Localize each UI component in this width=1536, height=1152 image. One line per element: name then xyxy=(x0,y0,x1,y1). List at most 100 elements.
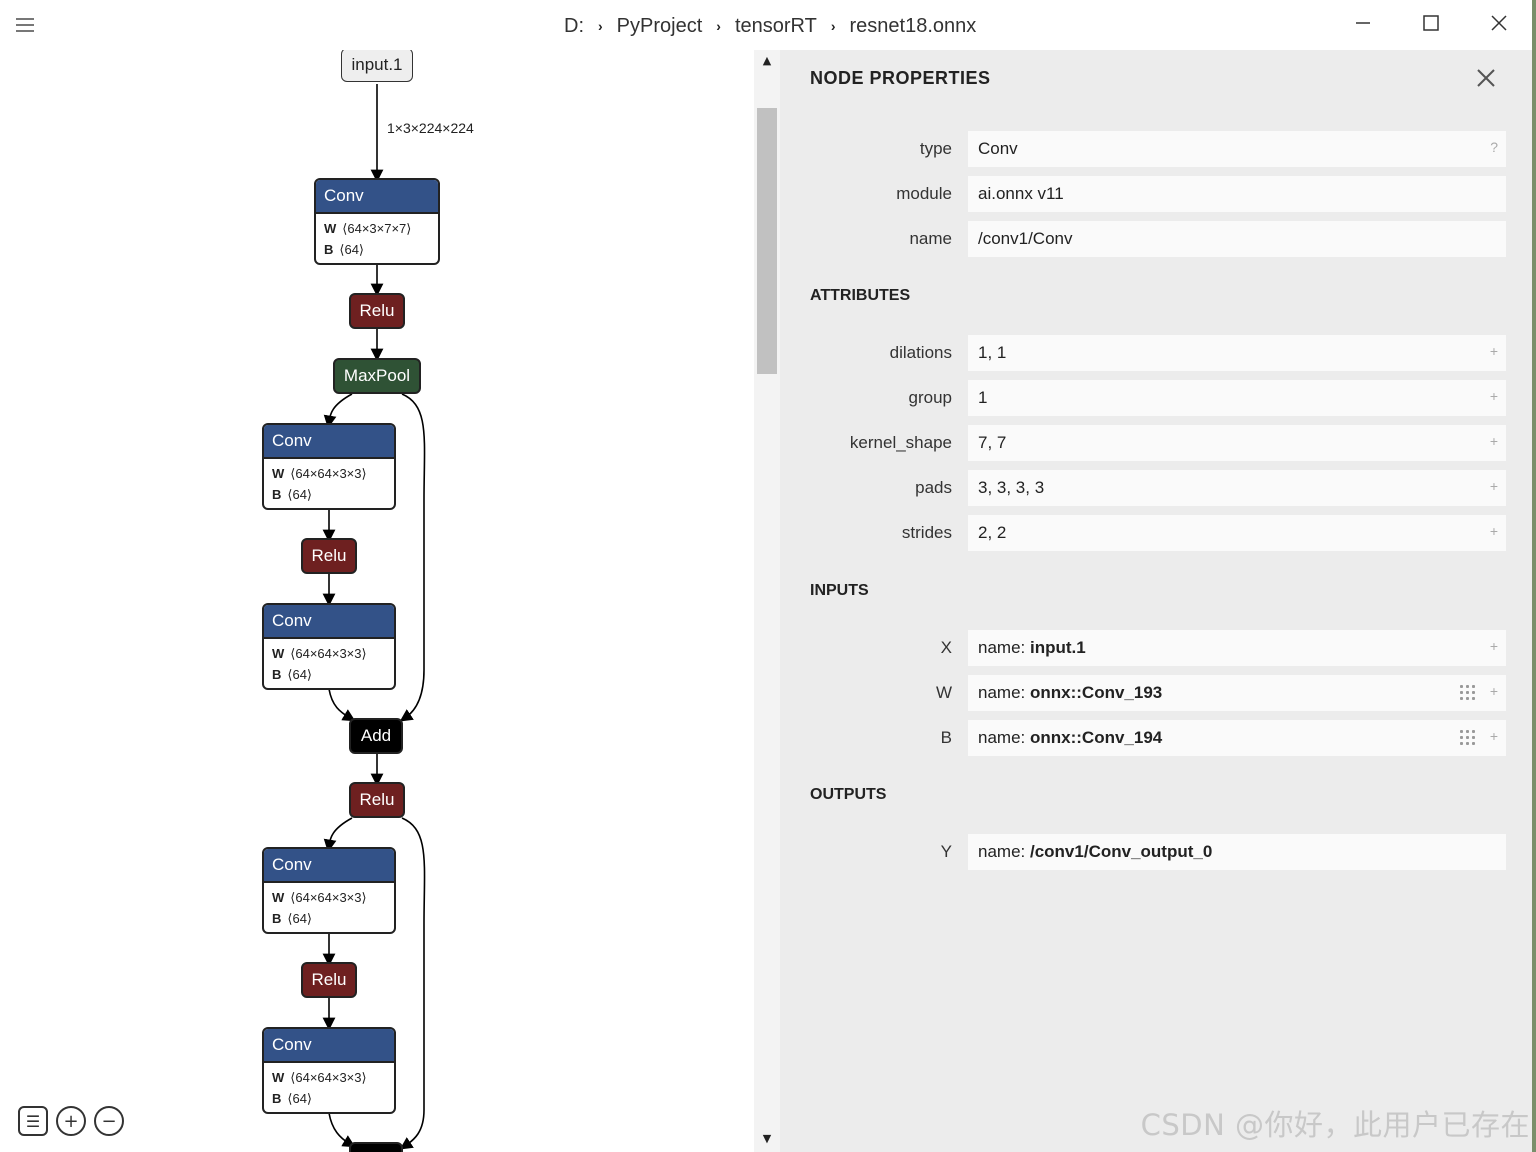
close-icon[interactable] xyxy=(1476,8,1522,38)
attr-value-text: 7, 7 xyxy=(978,433,1007,452)
scroll-down-icon[interactable]: ▼ xyxy=(762,1132,772,1145)
add-node-label: Add xyxy=(360,726,392,745)
conv-node-title: Conv xyxy=(264,1029,394,1063)
minimize-icon[interactable] xyxy=(1340,8,1386,38)
expand-icon[interactable]: + xyxy=(1489,478,1498,494)
output-name: /conv1/Conv_output_0 xyxy=(1029,842,1213,861)
tensor-grid-icon[interactable] xyxy=(1460,730,1476,746)
expand-icon[interactable]: + xyxy=(1489,433,1498,449)
output-row-y: Y name: /conv1/Conv_output_0 xyxy=(780,834,1532,870)
conv-node[interactable]: Conv W⟨64×3×7×7⟩ B⟨64⟩ xyxy=(314,178,440,265)
list-view-icon[interactable]: ☰ xyxy=(18,1106,48,1136)
expand-icon[interactable]: + xyxy=(1489,388,1498,404)
edge-shape-label: 1×3×224×224 xyxy=(387,120,474,136)
conv-node-title: Conv xyxy=(316,180,438,214)
conv-node-attrs: W⟨64×64×3×3⟩ B⟨64⟩ xyxy=(264,883,394,932)
expand-icon[interactable]: + xyxy=(1489,728,1498,744)
input-value[interactable]: name: onnx::Conv_193 + xyxy=(968,675,1506,711)
help-icon[interactable]: ? xyxy=(1490,139,1498,155)
relu-node-label: Relu xyxy=(359,301,395,320)
prop-row-type: type Conv ? xyxy=(780,131,1532,167)
conv-node-title: Conv xyxy=(264,425,394,459)
attr-label: strides xyxy=(901,523,952,542)
attr-value[interactable]: 1 + xyxy=(968,380,1506,416)
breadcrumb-pyproject[interactable]: PyProject xyxy=(616,14,703,37)
bias-shape: ⟨64⟩ xyxy=(287,667,312,682)
bias-key: B xyxy=(324,242,334,257)
weight-key: W xyxy=(272,1070,285,1085)
graph-canvas[interactable]: input.1 1×3×224×224 Conv W⟨64×3×7×7⟩ B⟨6… xyxy=(0,50,754,1152)
maxpool-node[interactable]: MaxPool xyxy=(333,358,421,394)
zoom-out-icon[interactable]: − xyxy=(94,1106,124,1136)
graph-scrollbar[interactable]: ▲ ▼ xyxy=(754,50,780,1152)
panel-title: NODE PROPERTIES xyxy=(810,68,991,88)
prop-value-text: /conv1/Conv xyxy=(978,229,1073,248)
expand-icon[interactable]: + xyxy=(1489,343,1498,359)
graph-edges xyxy=(322,84,426,1150)
watermark: CSDN @你好，此用户已存在 xyxy=(1140,1108,1530,1142)
conv-node-attrs: W⟨64×64×3×3⟩ B⟨64⟩ xyxy=(264,639,394,688)
relu-node[interactable]: Relu xyxy=(301,538,357,574)
relu-node-label: Relu xyxy=(311,546,347,565)
zoom-in-icon[interactable]: + xyxy=(56,1106,86,1136)
breadcrumb-tensorrt[interactable]: tensorRT xyxy=(734,14,817,37)
conv-node[interactable]: Conv W⟨64×64×3×3⟩ B⟨64⟩ xyxy=(262,423,396,510)
maximize-icon[interactable] xyxy=(1408,8,1454,38)
title-bar: D: › PyProject › tensorRT › resnet18.onn… xyxy=(0,0,1536,50)
conv-node[interactable]: Conv W⟨64×64×3×3⟩ B⟨64⟩ xyxy=(262,603,396,690)
chevron-right-icon: › xyxy=(830,18,836,34)
attr-row-group: group 1 + xyxy=(780,380,1532,416)
input-name-prefix: name: xyxy=(978,728,1030,747)
attr-value-text: 2, 2 xyxy=(978,523,1007,542)
output-value[interactable]: name: /conv1/Conv_output_0 xyxy=(968,834,1506,870)
conv-node[interactable]: Conv W⟨64×64×3×3⟩ B⟨64⟩ xyxy=(262,1027,396,1114)
input-row-b: B name: onnx::Conv_194 + xyxy=(780,720,1532,756)
node-properties-panel: NODE PROPERTIES type Conv ? module ai.on… xyxy=(780,50,1532,1152)
hamburger-menu-icon[interactable] xyxy=(14,14,36,36)
attr-value[interactable]: 1, 1 + xyxy=(968,335,1506,371)
chevron-right-icon: › xyxy=(716,18,721,34)
add-node[interactable]: Add xyxy=(349,718,403,754)
prop-value[interactable]: /conv1/Conv xyxy=(968,221,1506,257)
weight-key: W xyxy=(324,221,337,236)
attr-value-text: 1, 1 xyxy=(978,343,1007,362)
conv-node-attrs: W⟨64×64×3×3⟩ B⟨64⟩ xyxy=(264,459,394,508)
attr-label: dilations xyxy=(889,343,952,362)
add-node-partial[interactable] xyxy=(349,1142,403,1152)
weight-shape: ⟨64×64×3×3⟩ xyxy=(290,646,367,661)
expand-icon[interactable]: + xyxy=(1489,523,1498,539)
tensor-grid-icon[interactable] xyxy=(1460,685,1476,701)
expand-icon[interactable]: + xyxy=(1489,638,1498,654)
prop-label: type xyxy=(919,139,952,158)
relu-node[interactable]: Relu xyxy=(349,293,405,329)
scroll-up-icon[interactable]: ▲ xyxy=(762,54,772,67)
bias-shape: ⟨64⟩ xyxy=(287,1091,312,1106)
attributes-section-title: ATTRIBUTES xyxy=(810,287,911,304)
input-row-x: X name: input.1 + xyxy=(780,630,1532,666)
prop-value[interactable]: ai.onnx v11 xyxy=(968,176,1506,212)
expand-icon[interactable]: + xyxy=(1489,683,1498,699)
input-name: input.1 xyxy=(1029,638,1086,657)
input-node[interactable]: input.1 xyxy=(341,50,413,82)
breadcrumb-file[interactable]: resnet18.onnx xyxy=(849,14,977,37)
conv-node[interactable]: Conv W⟨64×64×3×3⟩ B⟨64⟩ xyxy=(262,847,396,934)
attr-value[interactable]: 3, 3, 3, 3 + xyxy=(968,470,1506,506)
weight-key: W xyxy=(272,646,285,661)
input-value[interactable]: name: onnx::Conv_194 + xyxy=(968,720,1506,756)
input-node-label: input.1 xyxy=(351,55,403,74)
bias-key: B xyxy=(272,911,282,926)
input-value[interactable]: name: input.1 + xyxy=(968,630,1506,666)
relu-node[interactable]: Relu xyxy=(349,782,405,818)
attr-value[interactable]: 7, 7 + xyxy=(968,425,1506,461)
relu-node[interactable]: Relu xyxy=(301,962,357,998)
conv-node-attrs: W⟨64×64×3×3⟩ B⟨64⟩ xyxy=(264,1063,394,1112)
close-icon[interactable] xyxy=(1476,62,1500,90)
prop-value[interactable]: Conv ? xyxy=(968,131,1506,167)
scroll-thumb[interactable] xyxy=(757,108,777,374)
conv-node-title: Conv xyxy=(264,849,394,883)
output-name-prefix: name: xyxy=(978,842,1030,861)
bias-shape: ⟨64⟩ xyxy=(287,911,312,926)
attr-value-text: 3, 3, 3, 3 xyxy=(978,478,1045,497)
attr-value[interactable]: 2, 2 + xyxy=(968,515,1506,551)
breadcrumb-drive[interactable]: D: xyxy=(564,14,584,37)
